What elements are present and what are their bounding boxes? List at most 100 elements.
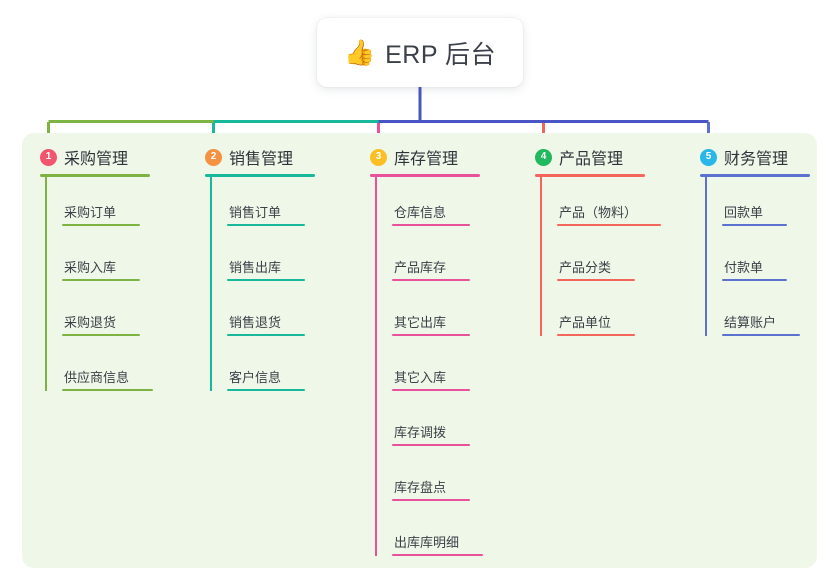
leaf-item[interactable]: 回款单: [700, 177, 810, 232]
branch-number-badge: 2: [205, 148, 222, 166]
leaf-item-label: 采购入库: [64, 260, 117, 275]
leaf-item-label: 采购退货: [64, 315, 117, 330]
leaf-item-underline: [392, 499, 470, 501]
branch-title: 采购管理: [64, 151, 129, 168]
leaf-item-underline: [722, 224, 787, 226]
branch-spine: [375, 177, 377, 556]
branch-header-3[interactable]: 3 库存管理: [370, 145, 480, 169]
root-node-card[interactable]: 👍 ERP 后台: [317, 18, 523, 87]
branch-item-list: 产品（物料） 产品分类产品单位: [535, 177, 661, 342]
leaf-item-label: 销售退货: [229, 315, 282, 330]
branch-header-2[interactable]: 2 销售管理: [205, 145, 315, 169]
leaf-item[interactable]: 结算账户: [700, 287, 810, 342]
leaf-item-label: 库存盘点: [394, 480, 447, 495]
leaf-item-underline: [62, 224, 140, 226]
branch-title: 财务管理: [724, 151, 789, 168]
leaf-item-label: 结算账户: [724, 315, 777, 330]
leaf-item-label: 库存调拨: [394, 425, 447, 440]
branch-underline: [370, 174, 480, 177]
leaf-item-label: 采购订单: [64, 205, 117, 220]
branch-spine: [210, 177, 212, 391]
leaf-item[interactable]: 采购入库: [40, 232, 150, 287]
leaf-item-underline: [392, 389, 470, 391]
leaf-item[interactable]: 其它出库: [370, 287, 480, 342]
leaf-item[interactable]: 仓库信息: [370, 177, 480, 232]
leaf-item[interactable]: 出库库明细: [370, 507, 483, 562]
leaf-item-label: 产品单位: [559, 315, 612, 330]
leaf-item-label: 其它出库: [394, 315, 447, 330]
branch-column-2: 2 销售管理销售订单销售出库销售退货客户信息: [205, 145, 315, 397]
branch-header-4[interactable]: 4 产品管理: [535, 145, 645, 169]
leaf-item-label: 产品库存: [394, 260, 447, 275]
leaf-item[interactable]: 客户信息: [205, 342, 315, 397]
leaf-item-label: 客户信息: [229, 370, 282, 385]
leaf-item-label: 产品（物料）: [559, 205, 638, 220]
leaf-item-label: 其它入库: [394, 370, 447, 385]
branch-item-list: 采购订单采购入库采购退货供应商信息: [40, 177, 153, 397]
leaf-item-label: 销售出库: [229, 260, 282, 275]
leaf-item-underline: [557, 279, 635, 281]
leaf-item-underline: [227, 334, 305, 336]
leaf-item-underline: [227, 389, 305, 391]
diagram-panel: [22, 133, 817, 568]
leaf-item[interactable]: 产品单位: [535, 287, 645, 342]
leaf-item-label: 销售订单: [229, 205, 282, 220]
branch-spine: [540, 177, 542, 336]
leaf-item-underline: [392, 279, 470, 281]
branch-number-badge: 1: [40, 148, 57, 166]
leaf-item[interactable]: 产品（物料）: [535, 177, 661, 232]
leaf-item[interactable]: 库存调拨: [370, 397, 480, 452]
leaf-item-underline: [227, 224, 305, 226]
leaf-item-label: 付款单: [724, 260, 764, 275]
leaf-item-underline: [722, 279, 787, 281]
leaf-item[interactable]: 销售出库: [205, 232, 315, 287]
leaf-item-underline: [557, 224, 661, 226]
branch-underline: [700, 174, 810, 177]
leaf-item[interactable]: 销售订单: [205, 177, 315, 232]
leaf-item-label: 仓库信息: [394, 205, 447, 220]
leaf-item-underline: [557, 334, 635, 336]
branch-number-badge: 3: [370, 148, 387, 166]
branch-title: 产品管理: [559, 151, 624, 168]
branch-column-4: 4 产品管理产品（物料） 产品分类产品单位: [535, 145, 661, 342]
leaf-item-underline: [62, 279, 140, 281]
branch-underline: [40, 174, 150, 177]
branch-spine: [45, 177, 47, 391]
branch-header-1[interactable]: 1 采购管理: [40, 145, 150, 169]
leaf-item[interactable]: 付款单: [700, 232, 810, 287]
leaf-item-label: 回款单: [724, 205, 764, 220]
branch-title: 库存管理: [394, 151, 459, 168]
leaf-item[interactable]: 采购订单: [40, 177, 150, 232]
branch-underline: [205, 174, 315, 177]
leaf-item-underline: [392, 334, 470, 336]
branch-item-list: 仓库信息产品库存其它出库其它入库库存调拨库存盘点出库库明细: [370, 177, 483, 562]
leaf-item-underline: [392, 444, 470, 446]
leaf-item[interactable]: 库存盘点: [370, 452, 480, 507]
leaf-item-label: 产品分类: [559, 260, 612, 275]
leaf-item[interactable]: 供应商信息: [40, 342, 153, 397]
branch-underline: [535, 174, 645, 177]
leaf-item[interactable]: 产品分类: [535, 232, 645, 287]
branch-item-list: 回款单付款单结算账户: [700, 177, 810, 342]
leaf-item[interactable]: 产品库存: [370, 232, 480, 287]
branch-spine: [705, 177, 707, 336]
branch-number-badge: 4: [535, 148, 552, 166]
leaf-item-label: 供应商信息: [64, 370, 130, 385]
leaf-item-underline: [227, 279, 305, 281]
branch-column-1: 1 采购管理采购订单采购入库采购退货供应商信息: [40, 145, 153, 397]
leaf-item-underline: [62, 334, 140, 336]
thumbs-up-icon: 👍: [343, 38, 376, 67]
branch-item-list: 销售订单销售出库销售退货客户信息: [205, 177, 315, 397]
leaf-item-underline: [62, 389, 153, 391]
leaf-item[interactable]: 其它入库: [370, 342, 480, 397]
leaf-item-underline: [392, 554, 483, 556]
leaf-item-underline: [392, 224, 470, 226]
leaf-item[interactable]: 采购退货: [40, 287, 150, 342]
leaf-item[interactable]: 销售退货: [205, 287, 315, 342]
leaf-item-underline: [722, 334, 800, 336]
leaf-item-label: 出库库明细: [394, 535, 460, 550]
branch-title: 销售管理: [229, 151, 294, 168]
page-title: ERP 后台: [385, 40, 497, 69]
